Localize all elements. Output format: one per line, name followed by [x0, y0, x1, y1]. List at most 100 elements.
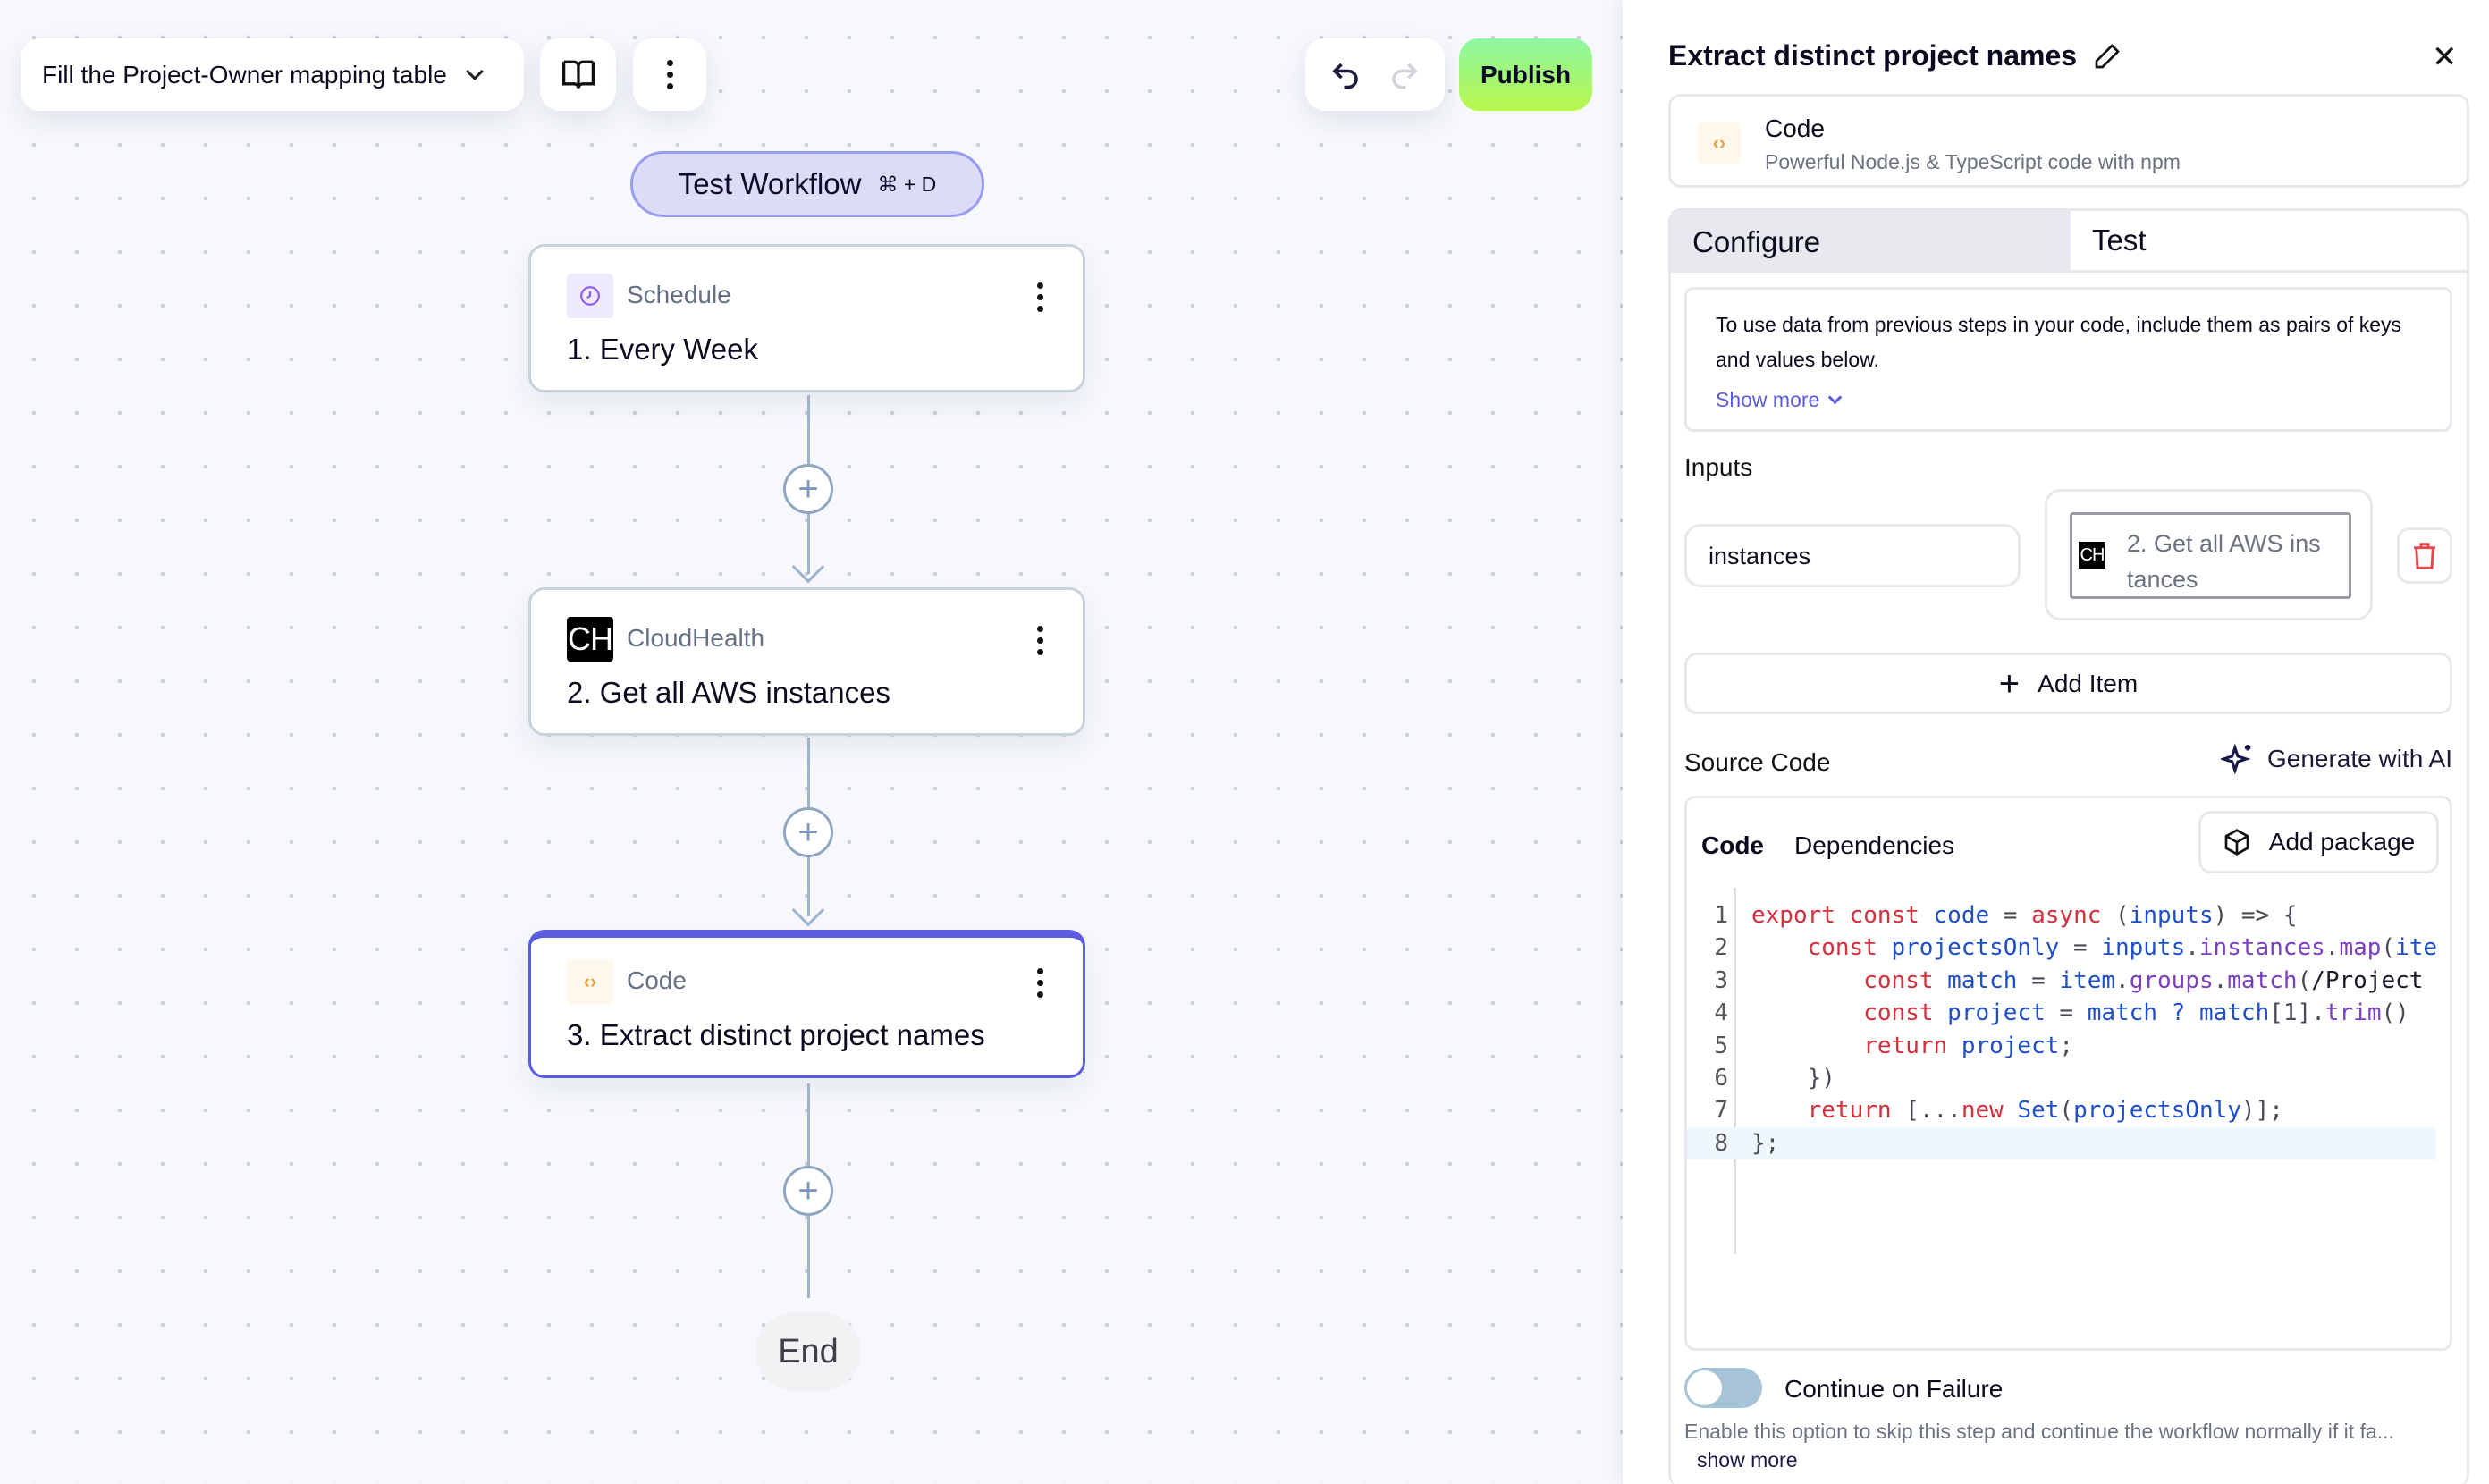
redo-icon[interactable]	[1388, 59, 1421, 91]
code-token: const	[1849, 902, 1919, 929]
code-token: export	[1751, 902, 1835, 929]
docs-button[interactable]	[540, 38, 616, 111]
code-token	[1751, 999, 1863, 1026]
continue-on-failure-label: Continue on Failure	[1784, 1375, 2004, 1403]
code-line[interactable]: 3 const match = item.groups.match(/Proje…	[1687, 965, 2436, 997]
line-number: 8	[1714, 1129, 1728, 1157]
node-menu-icon[interactable]	[1037, 968, 1043, 998]
piece-name: Code	[1765, 114, 1825, 142]
editor-tab-code[interactable]: Code	[1701, 831, 1764, 859]
piece-info-card: ‹› Code Powerful Node.js & TypeScript co…	[1668, 94, 2469, 188]
code-token	[2004, 1097, 2018, 1124]
source-code-label: Source Code	[1684, 748, 1831, 776]
code-line[interactable]: 2 const projectsOnly = inputs.instances.…	[1687, 932, 2436, 964]
code-line[interactable]: 7 return [...new Set(projectsOnly)];	[1687, 1094, 2436, 1126]
code-token: return	[1863, 1032, 1948, 1059]
editor-tab-dependencies[interactable]: Dependencies	[1794, 831, 1955, 859]
add-step-button[interactable]: +	[783, 1166, 833, 1216]
code-token: async	[2031, 902, 2102, 929]
workflow-title: Fill the Project-Owner mapping table	[42, 60, 447, 89]
code-token: projectsOnly	[2073, 1097, 2241, 1125]
code-token: const	[1863, 966, 1934, 994]
tab-configure[interactable]: Configure	[1671, 211, 2071, 273]
settings-tabs: Configure Test	[1668, 208, 2469, 1484]
delete-input-button[interactable]	[2397, 527, 2452, 584]
end-node: End	[755, 1312, 861, 1391]
node-app-name: CloudHealth	[627, 624, 765, 652]
plus-icon: +	[797, 469, 819, 509]
add-item-button[interactable]: + Add Item	[1684, 653, 2452, 714]
line-number: 3	[1714, 966, 1728, 994]
code-text: const project = match ? match[1].trim()	[1739, 999, 2409, 1026]
publish-button[interactable]: Publish	[1459, 38, 1592, 111]
code-token	[1751, 967, 1863, 994]
info-text: To use data from previous steps in your …	[1716, 313, 2402, 371]
more-options-button[interactable]	[633, 38, 706, 111]
code-text: };	[1739, 1130, 1779, 1157]
code-line[interactable]: 6 })	[1687, 1062, 2436, 1094]
node-menu-icon[interactable]	[1037, 626, 1043, 655]
code-token: match	[2087, 999, 2157, 1027]
workflow-canvas[interactable]: Fill the Project-Owner mapping table Pub…	[0, 0, 1623, 1484]
show-more-link[interactable]: Show more	[1716, 388, 1843, 412]
node-app-name: Schedule	[627, 281, 731, 308]
code-text: const projectsOnly = inputs.instances.ma…	[1739, 934, 2436, 961]
code-token: ) => {	[2213, 902, 2298, 929]
line-number: 6	[1714, 1065, 1728, 1092]
code-token: =	[2059, 934, 2102, 962]
show-more-description-link[interactable]: show more	[1697, 1448, 1798, 1471]
step-reference-chip[interactable]: CH 2. Get all AWS ins tances	[2070, 512, 2351, 599]
code-token	[1751, 934, 1808, 961]
code-token: ()	[2381, 999, 2409, 1027]
code-token: .	[2115, 966, 2130, 994]
code-token: new	[1961, 1097, 2004, 1125]
line-number: 5	[1714, 1032, 1728, 1059]
pencil-edit-icon[interactable]	[2093, 42, 2122, 71]
workflow-node-schedule[interactable]: Schedule 1. Every Week	[528, 244, 1085, 392]
code-token: Set	[2017, 1097, 2060, 1125]
code-token: [...	[1891, 1097, 1962, 1125]
code-token: };	[1751, 1129, 1780, 1157]
code-text: return project;	[1739, 1033, 2073, 1059]
workflow-node-code-selected[interactable]: ‹› Code 3. Extract distinct project name…	[528, 930, 1085, 1078]
node-menu-icon[interactable]	[1037, 282, 1043, 312]
code-line[interactable]: 5 return project;	[1687, 1030, 2436, 1062]
undo-icon[interactable]	[1329, 59, 1362, 91]
cloudhealth-logo-icon: CH	[2079, 542, 2105, 569]
code-token: const	[1807, 934, 1877, 962]
package-box-icon	[2224, 829, 2249, 856]
add-step-button[interactable]: +	[783, 464, 833, 514]
code-token: match	[1947, 966, 2018, 994]
piece-description: Powerful Node.js & TypeScript code with …	[1765, 150, 2181, 173]
code-token	[1934, 999, 1948, 1026]
workflow-title-dropdown[interactable]: Fill the Project-Owner mapping table	[21, 38, 524, 111]
code-token: item	[2059, 966, 2116, 994]
add-package-button[interactable]: Add package	[2198, 811, 2439, 873]
tab-test[interactable]: Test	[2071, 211, 2469, 273]
toggle-knob	[1687, 1370, 1722, 1405]
keyboard-shortcut: ⌘ + D	[877, 172, 937, 196]
code-token: map	[2339, 934, 2382, 962]
input-key-field[interactable]: instances	[1684, 524, 2021, 587]
line-number: 4	[1714, 999, 1728, 1027]
book-open-icon	[561, 60, 595, 89]
generate-with-ai-button[interactable]: Generate with AI	[2220, 742, 2452, 776]
code-token: instances	[2198, 934, 2325, 962]
add-step-button[interactable]: +	[783, 807, 833, 857]
code-token: =	[2017, 966, 2060, 994]
code-line[interactable]: 8};	[1687, 1126, 2436, 1159]
test-workflow-button[interactable]: Test Workflow ⌘ + D	[630, 151, 984, 217]
code-token: return	[1807, 1097, 1892, 1125]
continue-on-failure-toggle[interactable]	[1684, 1368, 1762, 1408]
code-token	[1835, 902, 1850, 929]
close-icon[interactable]: ✕	[2432, 40, 2458, 74]
add-package-label: Add package	[2268, 828, 2416, 856]
chevron-down-icon	[1828, 390, 1843, 405]
workflow-node-cloudhealth[interactable]: CH CloudHealth 2. Get all AWS instances	[528, 587, 1085, 736]
code-line[interactable]: 4 const project = match ? match[1].trim(…	[1687, 997, 2436, 1029]
undo-redo-group	[1305, 38, 1445, 111]
code-token: (	[2059, 1097, 2074, 1125]
